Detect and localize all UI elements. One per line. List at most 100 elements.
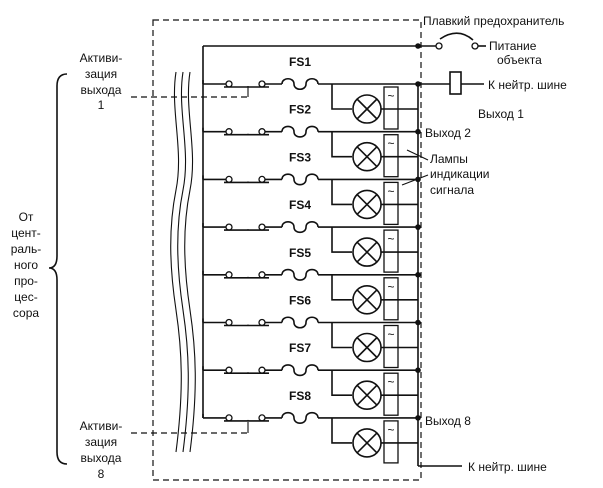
switch-contact-left xyxy=(225,414,233,422)
fuse-label: FS3 xyxy=(289,150,311,164)
lamp-cross-2 xyxy=(356,193,378,215)
neutral-top-label: К нейтр. шине xyxy=(488,78,567,92)
switch-contact-right xyxy=(258,318,266,327)
ac-symbol: ~ xyxy=(387,328,394,342)
ac-symbol: ~ xyxy=(387,137,394,151)
output8-label: Выход 8 xyxy=(425,414,471,428)
lamp-branch xyxy=(331,227,352,253)
lamp-branch xyxy=(331,274,352,301)
main-fuse-label: Плавкий предохранитель xyxy=(423,14,564,28)
cpu-cable-line-2 xyxy=(177,71,189,453)
switch-contact-right xyxy=(258,128,266,136)
ac-source-box xyxy=(383,277,399,321)
svg-text:ного: ного xyxy=(14,258,38,272)
output1-label: Выход 1 xyxy=(478,107,524,121)
power-label-line1: Питание xyxy=(489,39,537,53)
output-terminal xyxy=(415,415,421,421)
module-boundary xyxy=(152,19,422,481)
fuse-label: FS7 xyxy=(289,341,311,355)
ac-source-box xyxy=(383,324,399,369)
switch-contact-left xyxy=(225,318,233,327)
svg-text:зация: зация xyxy=(85,67,117,81)
lamp-cross-2 xyxy=(356,289,378,311)
fuse-symbol xyxy=(281,316,319,329)
ac-source-box xyxy=(383,86,399,130)
fuse-symbol xyxy=(281,364,319,377)
output-terminal xyxy=(415,319,421,326)
output-channel-4: FS4 ~ xyxy=(202,198,421,273)
switch-contact-left xyxy=(225,128,233,136)
fuse-symbol xyxy=(281,221,319,234)
fuse-symbol xyxy=(281,173,319,186)
ac-symbol: ~ xyxy=(387,280,394,294)
output-terminal xyxy=(415,176,421,183)
fuse-label: FS5 xyxy=(289,246,311,260)
power-label-line2: объекта xyxy=(497,53,542,67)
fuse-label: FS6 xyxy=(289,294,311,308)
fuse-symbol xyxy=(281,125,319,138)
output-terminal xyxy=(415,367,421,374)
switch-contact-left xyxy=(225,366,233,374)
fuse-label: FS4 xyxy=(289,198,311,212)
fuse-label: FS8 xyxy=(289,389,311,403)
svg-text:От: От xyxy=(19,210,34,224)
svg-text:Активи-: Активи- xyxy=(80,419,123,433)
svg-text:раль-: раль- xyxy=(11,242,42,256)
output-terminal xyxy=(415,81,421,87)
lamp-cross-2 xyxy=(356,384,378,406)
svg-text:цент-: цент- xyxy=(11,226,41,240)
switch-contact-right xyxy=(258,366,266,374)
ac-source-box xyxy=(383,134,399,178)
output-channel-8: FS8 ~ xyxy=(202,389,421,464)
lamp-cross-2 xyxy=(356,146,378,168)
switch-contact-left xyxy=(225,175,233,184)
svg-text:зация: зация xyxy=(85,435,117,449)
fuse-label: FS2 xyxy=(289,103,311,117)
svg-text:8: 8 xyxy=(98,467,105,481)
output-channel-2: FS2 ~ xyxy=(202,103,421,178)
main-fuse-symbol xyxy=(439,32,474,41)
ac-symbol: ~ xyxy=(387,375,394,389)
fuse-symbol xyxy=(281,268,319,281)
svg-text:1: 1 xyxy=(98,98,105,112)
lamps-label-line3: сигнала xyxy=(430,183,474,197)
output-channel-7: FS7 ~ xyxy=(202,341,421,416)
output2-label: Выход 2 xyxy=(425,126,471,140)
cpu-brace xyxy=(48,73,68,465)
fuse-symbol xyxy=(281,411,319,424)
output-channel-5: FS5 ~ xyxy=(202,246,421,321)
lamps-label-line1: Лампы xyxy=(430,152,468,166)
output-channel-1: FS1 ~ xyxy=(202,55,421,130)
lamp-cross-2 xyxy=(356,98,378,120)
lamps-leader-1 xyxy=(406,149,429,161)
lamp-branch xyxy=(331,179,352,206)
ac-symbol: ~ xyxy=(387,423,394,437)
svg-text:цес-: цес- xyxy=(14,290,37,304)
main-fuse-terminal-right xyxy=(471,42,479,50)
switch-contact-left xyxy=(225,271,233,279)
lamp-branch xyxy=(331,417,352,444)
activation1-label: Активи- зация выхода 1 xyxy=(80,51,123,112)
lamp-branch xyxy=(331,84,352,110)
switch-contact-right xyxy=(258,414,266,422)
neutral-bottom-label: К нейтр. шине xyxy=(468,460,547,474)
switch-contact-left xyxy=(225,223,233,231)
cpu-cable-line-1 xyxy=(170,71,182,453)
fuse-symbol xyxy=(281,77,319,91)
ac-symbol: ~ xyxy=(387,232,394,246)
svg-text:сора: сора xyxy=(13,306,39,320)
ac-source-box xyxy=(383,372,399,416)
fuse-label: FS1 xyxy=(289,55,311,69)
switch-contact-right xyxy=(258,223,266,231)
output-channel-6: FS6 ~ xyxy=(202,294,421,369)
output-channel-3: FS3~ xyxy=(202,150,421,226)
ac-source-box xyxy=(383,420,399,464)
lamp-branch xyxy=(331,322,352,349)
switch-contact-right xyxy=(258,80,266,88)
output-terminal xyxy=(415,128,421,135)
ac-symbol: ~ xyxy=(387,89,394,103)
lamp-branch xyxy=(331,131,352,158)
ac-source-box xyxy=(383,181,399,226)
activation8-label: Активи- зация выхода 8 xyxy=(80,419,123,481)
